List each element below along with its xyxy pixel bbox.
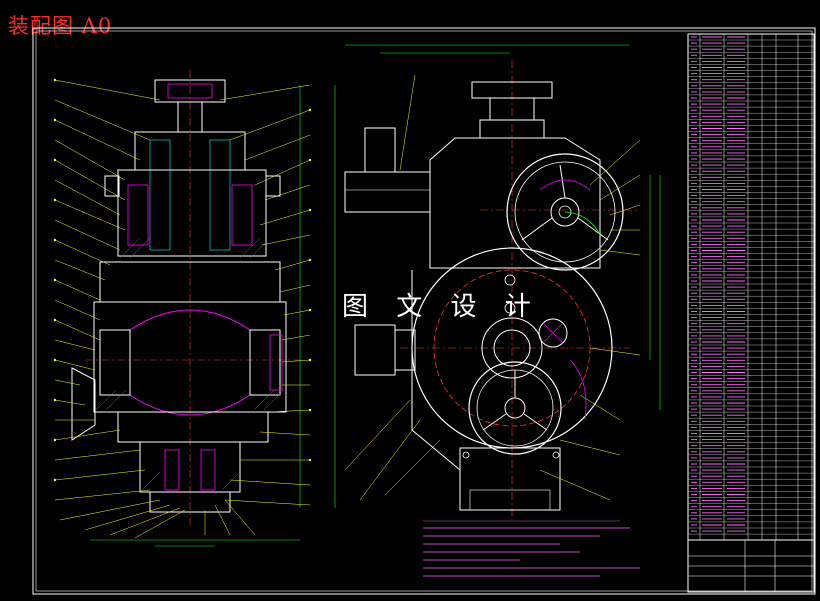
title-block <box>687 539 815 593</box>
section-view <box>53 70 336 547</box>
watermark: 图 文 设 计 <box>342 292 541 322</box>
inner-frame <box>35 30 813 592</box>
technical-notes <box>423 520 640 577</box>
outer-frame <box>32 27 816 595</box>
side-view <box>344 44 661 577</box>
drawing-title: 装配图 A0 <box>8 14 113 38</box>
parts-list <box>687 33 815 541</box>
